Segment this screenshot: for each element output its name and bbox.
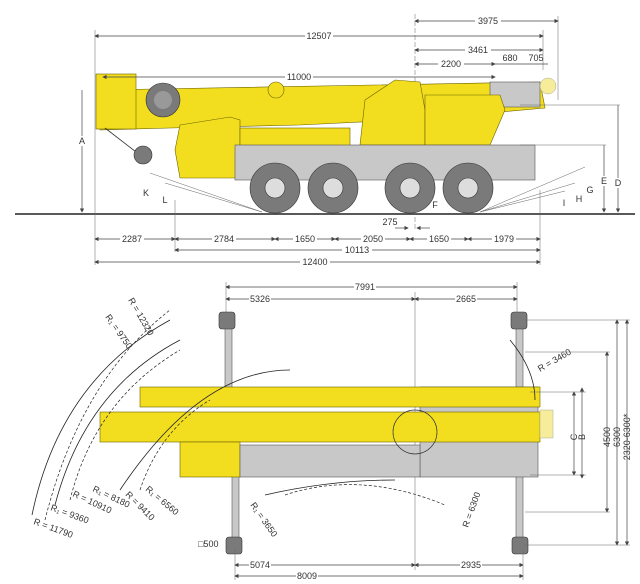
dim-2320-6300: 2320-6300* [622,413,632,460]
boom-top-view [99,411,541,443]
dim-2287: 2287 [122,234,142,244]
top-view: R = 12320 R₁ = 9750 R = 3460 R = 11790 R… [31,282,632,581]
label-L: L [162,195,167,205]
radius-9360: R₁ = 9360 [49,502,90,525]
label-I: I [563,198,566,208]
dim-2935: 2935 [461,560,481,570]
top-dimension-labels: 3975 12507 3461 2200 680 705 11000 [285,15,544,82]
dim-1650-a: 1650 [295,234,315,244]
dim-3975: 3975 [478,16,498,26]
radius-3460: R = 3460 [536,347,573,374]
label-C: C [569,433,579,440]
label-E: E [601,176,607,186]
hook-block [133,145,153,165]
dim-3461: 3461 [468,45,488,55]
outriggers [218,311,529,555]
label-A: A [79,136,85,146]
right-dimension-labels: C B 4500 6300 2320-6300* [569,413,632,460]
label-F: F [432,200,438,210]
label-K: K [143,188,149,198]
turntable-top [139,386,541,408]
dim-705: 705 [528,53,543,63]
swing-radius-arcs [31,309,536,521]
dim-7991: 7991 [355,282,375,292]
label-H: H [576,194,583,204]
dim-275: 275 [382,217,397,227]
dim-8009: 8009 [297,571,317,581]
dim-12507: 12507 [306,31,331,41]
dim-1650-b: 1650 [429,234,449,244]
dim-11000: 11000 [287,72,311,82]
dim-2050: 2050 [363,234,383,244]
radius-11790: R = 11790 [32,516,74,539]
driver-cab [174,116,241,179]
label-G: G [586,185,593,195]
dim-6300: 6300 [612,427,622,447]
height-letter-labels: A D E G H I K L F [78,136,622,210]
dim-680: 680 [502,53,517,63]
bottom-dimension-labels: 2287 2784 1650 2050 1650 1979 10113 1240… [120,217,516,267]
dim-2784: 2784 [214,234,234,244]
dim-2200: 2200 [441,59,461,69]
radius-6300: R = 6300 [460,491,482,529]
dim-4500: 4500 [602,427,612,447]
dim-1979: 1979 [494,234,514,244]
side-view: 3975 12507 3461 2200 680 705 11000 2287 … [15,14,635,267]
dim-5326: 5326 [250,294,270,304]
dim-5074: 5074 [250,560,270,570]
dim-2665: 2665 [456,294,476,304]
label-D: D [615,178,622,188]
boom [95,73,557,131]
radius-3650: R₁ = 3650 [248,500,279,538]
dim-10113: 10113 [345,245,369,255]
wheels [249,162,494,214]
pad-size-500: □500 [198,539,218,549]
label-B: B [577,434,587,440]
radius-9750: R₁ = 9750 [103,312,134,350]
dim-12400: 12400 [302,257,327,267]
radius-12320: R = 12320 [126,296,156,337]
